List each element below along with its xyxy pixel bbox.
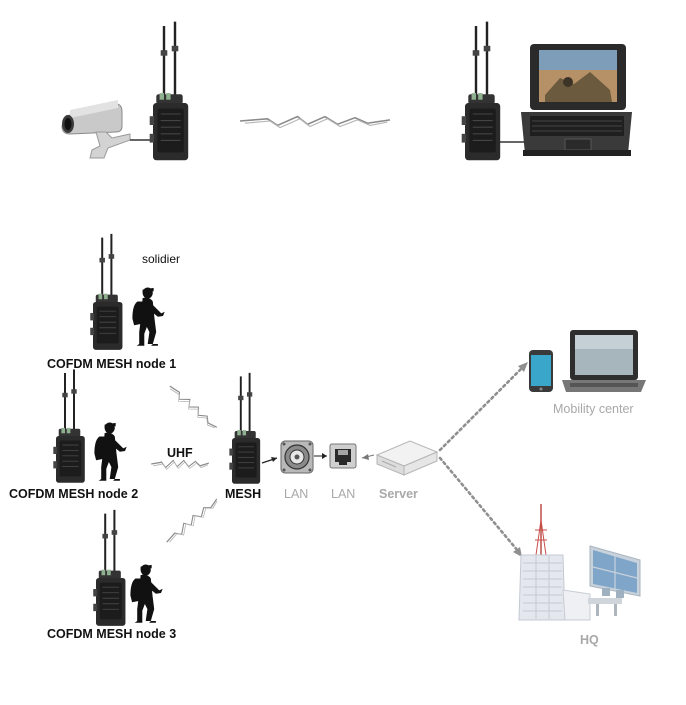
dotted-link-hq bbox=[438, 456, 522, 557]
mesh-label: MESH bbox=[225, 487, 262, 501]
node3-label: COFDM MESH node 3 bbox=[47, 627, 177, 641]
node3-radio-icon bbox=[92, 508, 127, 627]
server-icon bbox=[375, 440, 439, 476]
laptop-icon bbox=[562, 330, 646, 392]
node2-radio-icon bbox=[52, 368, 86, 484]
server-label: Server bbox=[379, 487, 418, 501]
wireless-link-icon bbox=[165, 382, 220, 433]
hq-label: HQ bbox=[580, 633, 599, 647]
soldier-silhouette-icon bbox=[130, 564, 163, 623]
soldier-silhouette-icon bbox=[132, 287, 165, 346]
node1-label: COFDM MESH node 1 bbox=[47, 357, 177, 371]
wireless-link-icon bbox=[150, 459, 210, 471]
cofdm-radio-icon bbox=[460, 20, 502, 162]
smartphone-icon bbox=[529, 350, 553, 392]
lan2-label: LAN bbox=[331, 487, 356, 501]
node1-radio-icon bbox=[89, 232, 124, 351]
mesh-radio-icon bbox=[228, 371, 262, 485]
node2-label: COFDM MESH node 2 bbox=[9, 487, 139, 501]
soldier-silhouette-icon bbox=[94, 422, 127, 481]
uhf-label: UHF bbox=[167, 446, 193, 460]
cctv-camera-icon bbox=[61, 100, 150, 159]
cofdm-radio-icon bbox=[148, 20, 190, 162]
rugged-laptop-icon bbox=[521, 44, 632, 156]
wireless-link-icon bbox=[239, 115, 391, 129]
lan-connector-icon bbox=[280, 440, 314, 474]
monitor-wall-icon bbox=[588, 545, 641, 616]
hq-building-icon bbox=[518, 504, 591, 621]
link-arrow-icon bbox=[261, 457, 278, 464]
mobility-center-label: Mobility center bbox=[553, 402, 634, 416]
link-arrow-icon bbox=[361, 454, 375, 460]
wireless-link-icon bbox=[163, 496, 222, 547]
link-arrow-icon bbox=[314, 453, 327, 459]
soldier-label: solidier bbox=[142, 252, 181, 266]
dotted-link-mobility bbox=[438, 362, 528, 452]
lan1-label: LAN bbox=[284, 487, 309, 501]
rj45-port-icon bbox=[329, 443, 357, 469]
